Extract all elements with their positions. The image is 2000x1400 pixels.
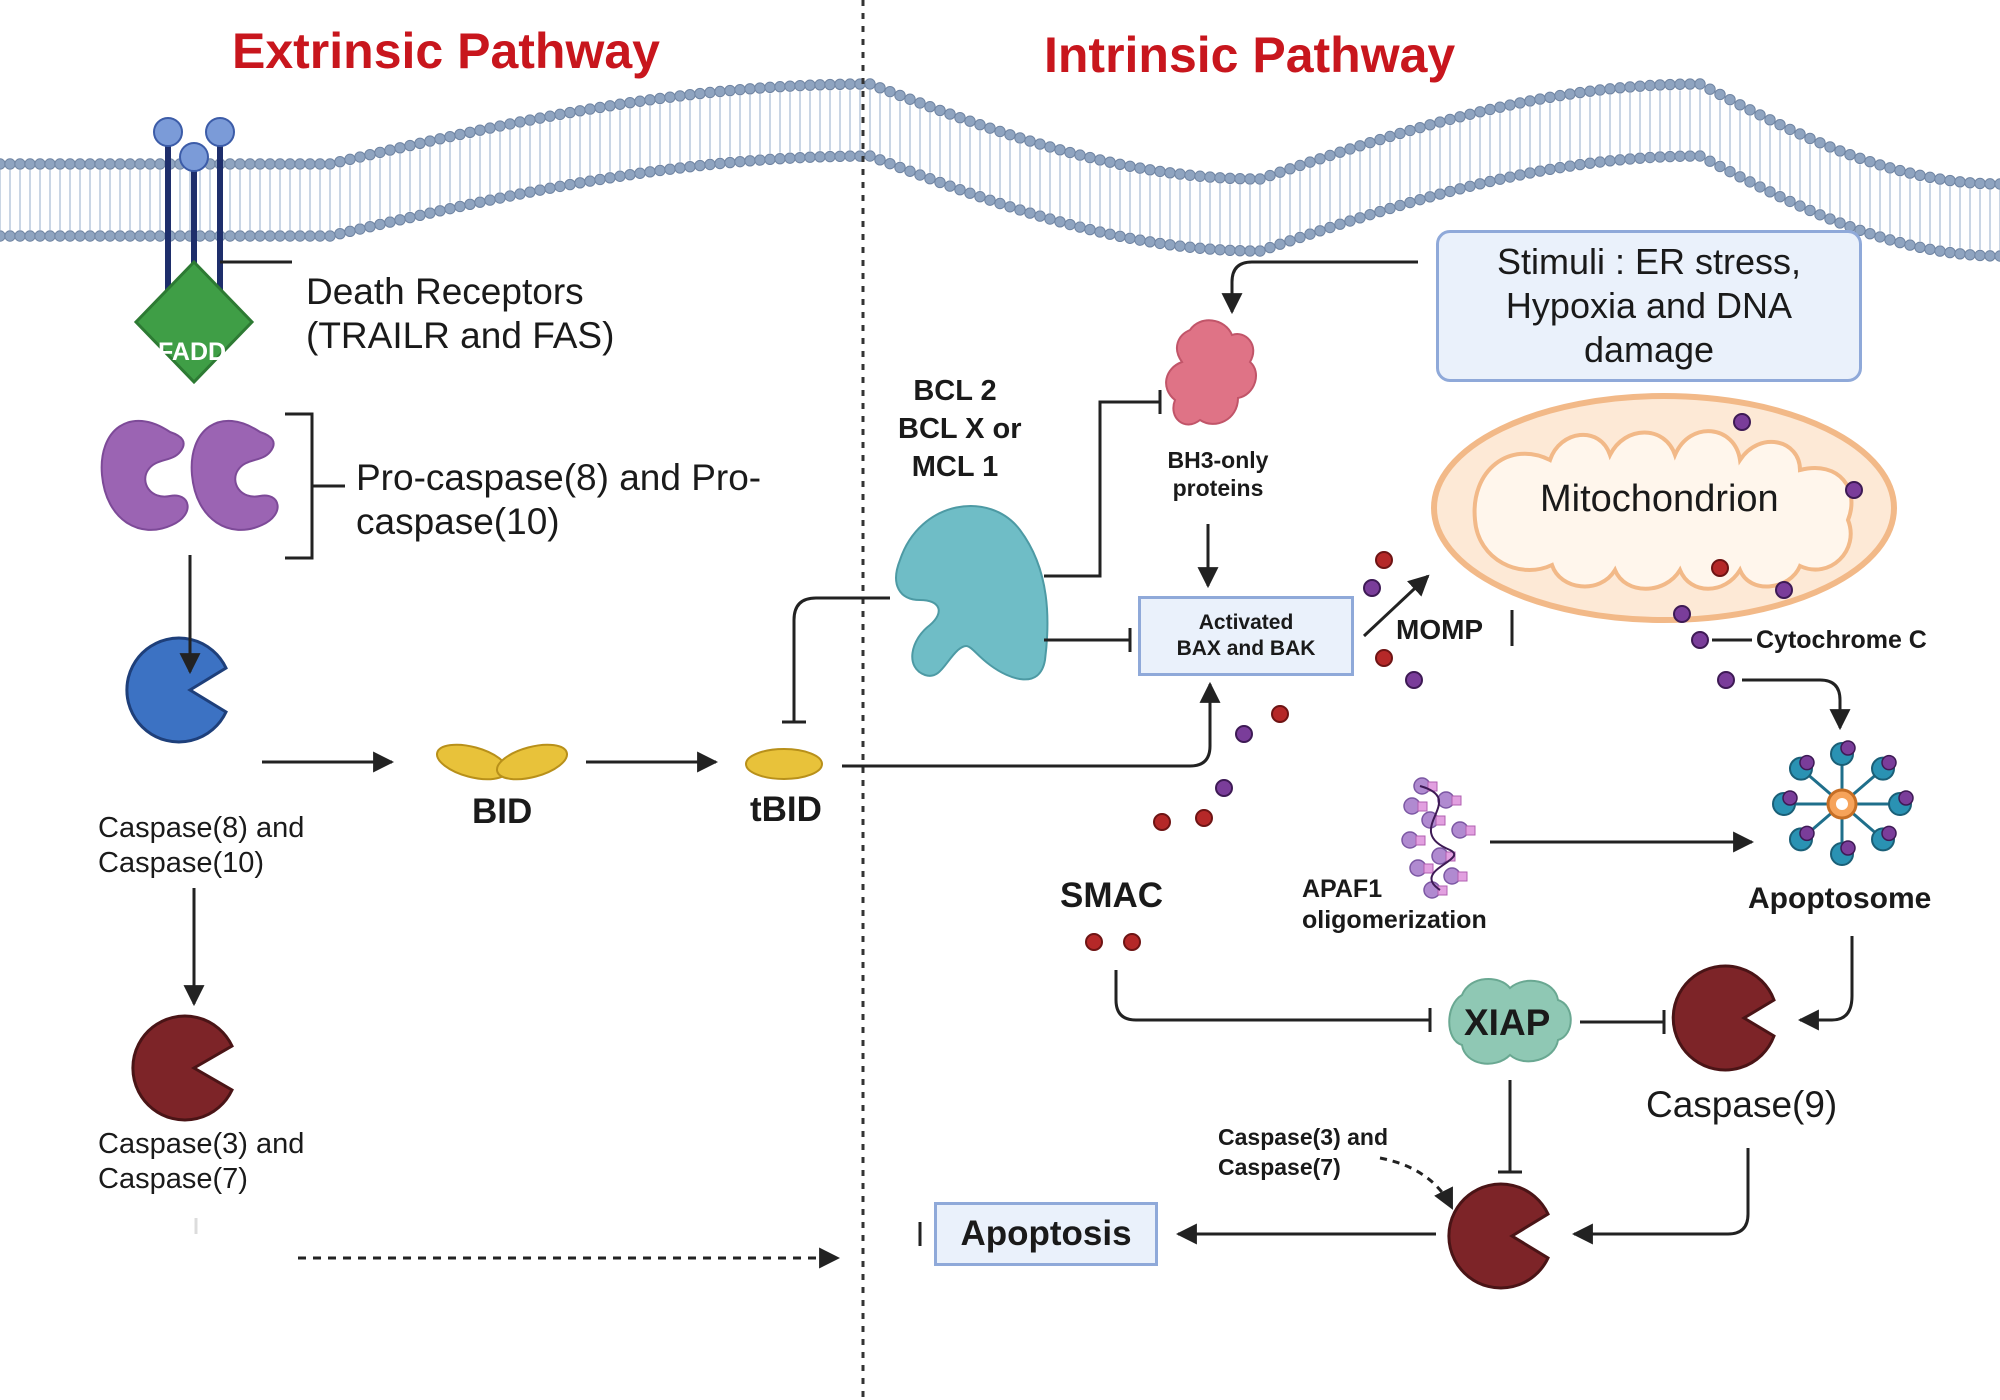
tbid-icon	[745, 748, 823, 780]
bid-label: BID	[472, 792, 533, 831]
caspase-3-7-left-line-1: Caspase(3) and	[98, 1128, 305, 1160]
smac-cytochrome-dots	[1085, 413, 1863, 951]
extrinsic-title: Extrinsic Pathway	[232, 23, 660, 79]
caspase-3-7-icon-right	[1447, 1182, 1550, 1290]
pro-caspase-label: Pro-caspase(8) and Pro- caspase(10)	[356, 456, 761, 544]
bcl2-icon	[895, 505, 1049, 681]
bcl-line-3: MCL 1	[911, 451, 999, 483]
mitochondrion-icon	[1431, 393, 1897, 623]
intrinsic-title: Intrinsic Pathway	[1044, 27, 1456, 83]
fadd-label: FADD	[158, 338, 227, 366]
caspase-3-7-right-line-1: Caspase(3) and	[1218, 1124, 1389, 1150]
death-receptors-line-1: Death Receptors	[306, 271, 584, 312]
apoptosome-label: Apoptosome	[1748, 882, 1932, 915]
bax-bak-line-1: Activated	[1198, 611, 1294, 634]
apoptosis-label: Apoptosis	[960, 1214, 1132, 1253]
arrow-stimuli-to-bh3	[1221, 260, 1418, 315]
pro-caspase-line-2: caspase(10)	[356, 501, 560, 542]
apoptosome-icon	[1772, 740, 1914, 866]
bh3-protein-icon	[1165, 319, 1257, 426]
caspase-8-10-line-2: Caspase(10)	[98, 847, 265, 879]
death-receptors-label: Death Receptors (TRAILR and FAS)	[306, 270, 614, 358]
inhibit-tbid-to-bcl2	[792, 596, 890, 722]
apaf1-icon	[1401, 777, 1476, 899]
stimuli-line-3: damage	[1583, 329, 1715, 370]
smac-label: SMAC	[1060, 876, 1164, 915]
inhibit-smac-to-xiap	[1114, 970, 1430, 1022]
death-receptor-icon	[153, 117, 292, 290]
bcl-line-1: BCL 2	[913, 375, 997, 407]
arrow-cytochrome-to-apoptosome	[1742, 678, 1851, 731]
cell-membrane	[0, 78, 2000, 262]
dashed-pointer-caspase3	[1379, 1156, 1454, 1210]
xiap-label: XIAP	[1464, 1002, 1551, 1043]
caspase-9-label: Caspase(9)	[1646, 1084, 1838, 1125]
xiap-icon	[1448, 977, 1572, 1065]
stimuli-line-2: Hypoxia and DNA	[1505, 285, 1793, 326]
arrow-caspase9-to-caspase3	[1571, 1148, 1750, 1245]
pro-caspase-icon	[100, 420, 279, 531]
cytochrome-c-label: Cytochrome C	[1756, 626, 1927, 654]
arrow-apoptosome-to-caspase9	[1797, 936, 1854, 1031]
caspase-8-10-line-1: Caspase(8) and	[98, 812, 305, 844]
bax-bak-box: Activated BAX and BAK	[1138, 596, 1354, 676]
bcl-line-2: BCL X or	[898, 413, 1022, 445]
mitochondrion-label: Mitochondrion	[1540, 478, 1779, 520]
caspase-3-7-left-line-2: Caspase(7)	[98, 1163, 248, 1195]
caspase-3-7-label-left: Caspase(3) and Caspase(7)	[98, 1127, 304, 1197]
momp-label: MOMP	[1396, 614, 1484, 645]
fadd-icon	[133, 259, 255, 385]
bh3-line-1: BH3-only	[1167, 447, 1269, 473]
inhibit-bcl2-to-bh3	[1044, 400, 1160, 578]
bax-bak-line-2: BAX and BAK	[1176, 637, 1316, 660]
bh3-label: BH3-only proteins	[1158, 446, 1278, 502]
apaf1-line-1: APAF1	[1302, 875, 1383, 903]
bid-icon	[436, 743, 568, 781]
caspase-3-7-icon-left	[131, 1014, 234, 1122]
caspase-8-10-icon	[125, 636, 228, 744]
caspase-3-7-right-line-2: Caspase(7)	[1218, 1154, 1341, 1180]
apoptosis-box: Apoptosis	[934, 1202, 1158, 1266]
apaf1-line-2: oligomerization	[1302, 906, 1487, 934]
pro-caspase-bracket	[285, 412, 345, 560]
caspase-8-10-label: Caspase(8) and Caspase(10)	[98, 811, 304, 881]
bcl-label: BCL 2 BCL X or MCL 1	[898, 372, 1022, 486]
bh3-line-2: proteins	[1172, 475, 1264, 501]
pro-caspase-line-1: Pro-caspase(8) and Pro-	[356, 457, 762, 498]
arrow-baxbak-momp	[1362, 574, 1430, 638]
death-receptors-line-2: (TRAILR and FAS)	[306, 315, 615, 356]
apaf1-label: APAF1 oligomerization	[1302, 874, 1487, 936]
tbid-label: tBID	[750, 790, 822, 829]
caspase-9-icon	[1671, 964, 1776, 1072]
arrow-tbid-to-baxbak	[842, 681, 1221, 768]
stimuli-box: Stimuli : ER stress, Hypoxia and DNA dam…	[1436, 230, 1862, 382]
stimuli-line-1: Stimuli : ER stress,	[1496, 241, 1802, 282]
caspase-3-7-label-right: Caspase(3) and Caspase(7)	[1218, 1122, 1388, 1182]
